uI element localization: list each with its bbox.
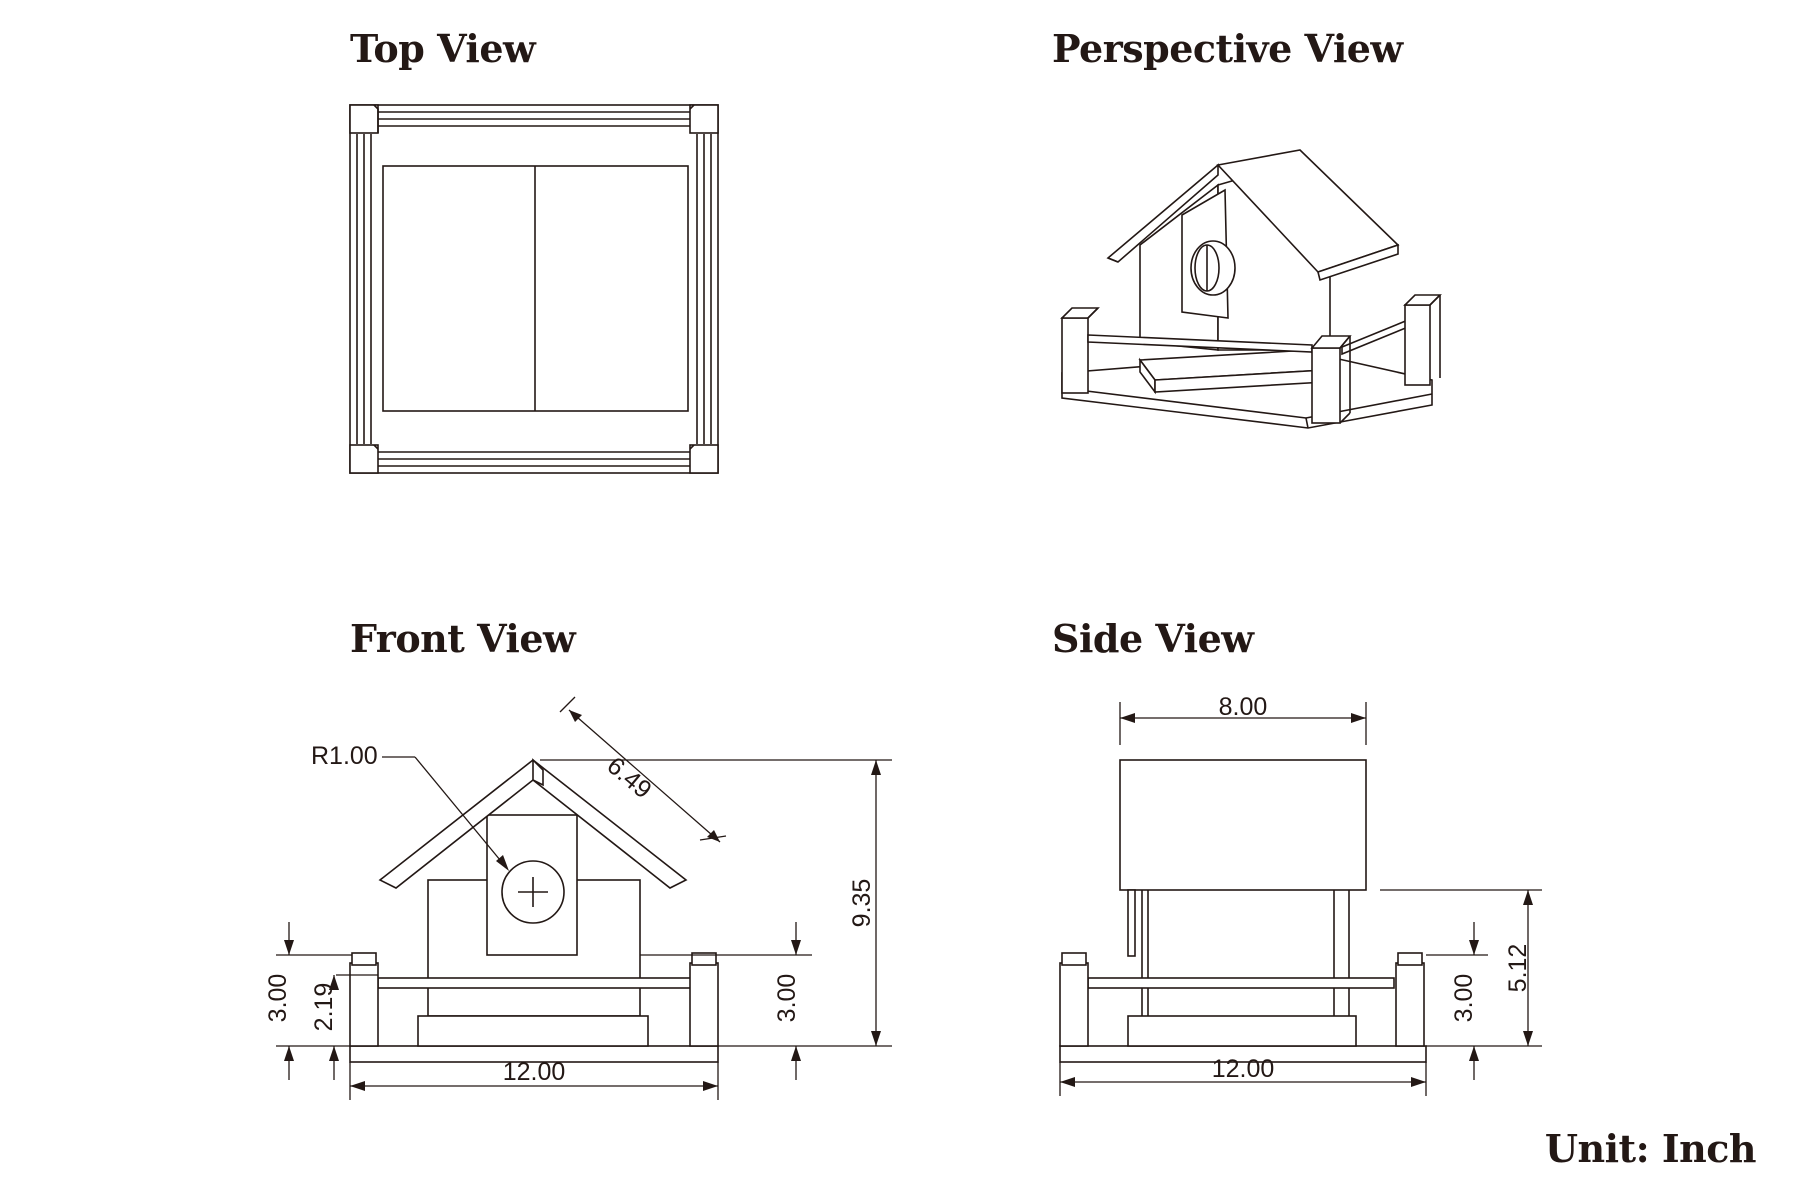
top-view-drawing [349,104,719,474]
dim-side-width: 12.00 [1212,1055,1275,1083]
perspective-view-title: Perspective View [1052,26,1403,71]
side-view-drawing: 8.00 5.12 3.00 12.00 [1059,693,1542,1096]
dim-side-height: 5.12 [1504,944,1532,993]
dim-left-outer-height: 3.00 [264,974,292,1023]
side-view-title: Side View [1052,616,1254,661]
unit-label: Unit: Inch [1544,1126,1757,1171]
front-view-title: Front View [350,616,576,661]
dim-radius: R1.00 [311,742,378,770]
dim-side-top-width: 8.00 [1219,693,1268,721]
dim-side-rail-height: 3.00 [1450,974,1478,1023]
dim-overall-height: 9.35 [848,879,876,928]
top-view-title: Top View [350,26,536,71]
front-view-drawing: R1.00 6.49 9.35 3.00 3.00 [264,696,892,1100]
perspective-view-drawing [1060,149,1442,429]
dim-left-inner-height: 2.19 [310,983,338,1032]
dim-front-width: 12.00 [503,1058,566,1086]
dim-right-height: 3.00 [773,974,801,1023]
